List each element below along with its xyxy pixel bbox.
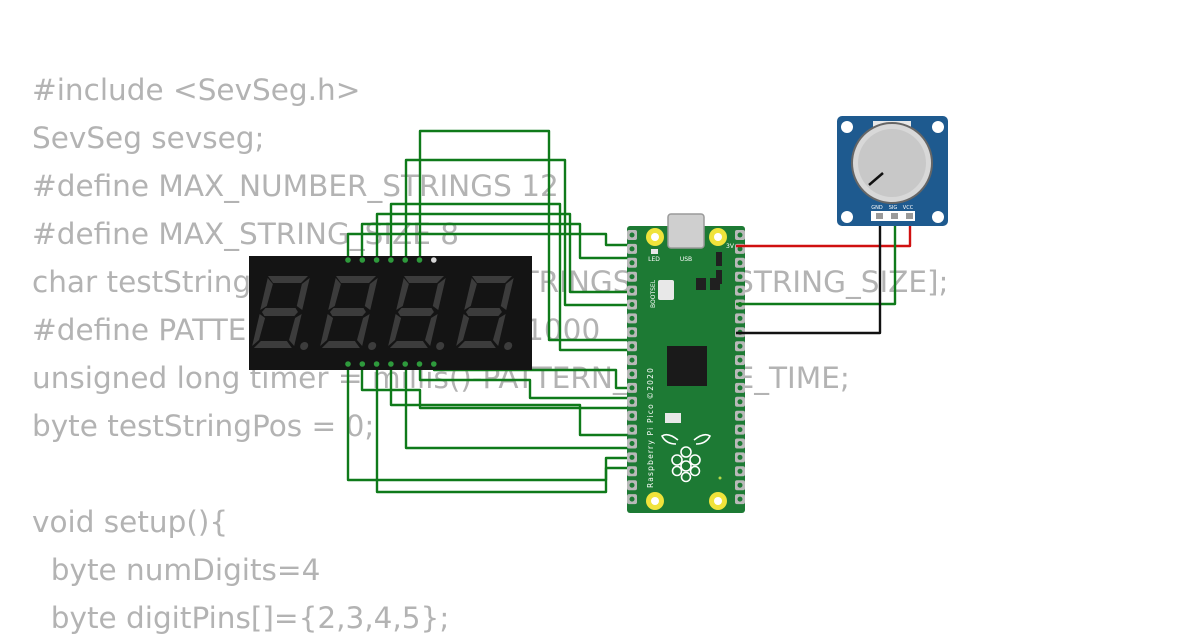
wire-top-2[interactable] xyxy=(360,222,634,260)
raspberry-logo-icon xyxy=(660,433,712,483)
segment xyxy=(388,314,402,346)
code-line: byte numDigits=4 xyxy=(32,553,321,587)
segment xyxy=(364,278,378,310)
code-line: byte digitPins[]={2,3,4,5}; xyxy=(32,601,450,635)
segment xyxy=(472,276,512,283)
segment xyxy=(336,276,376,283)
display-pin-top[interactable] xyxy=(431,257,437,263)
rp2040-chip xyxy=(667,346,707,386)
decimal-point xyxy=(436,342,445,350)
segment xyxy=(260,278,273,310)
segment xyxy=(253,341,292,348)
display-pin-bottom[interactable] xyxy=(388,361,394,367)
seven-segment-display[interactable] xyxy=(249,256,532,370)
display-top-pins xyxy=(345,257,437,263)
led-indicator xyxy=(651,249,658,254)
display-pin-top[interactable] xyxy=(359,257,366,263)
wire-top-3[interactable] xyxy=(375,212,634,294)
pico-gpio-pins xyxy=(627,230,745,505)
pico-board-text: Raspberry Pi Pico ©2020 xyxy=(646,367,655,488)
usb-connector xyxy=(667,213,705,249)
code-line: void setup(){ xyxy=(32,505,229,539)
pot-pin-vcc-label: VCC xyxy=(903,205,914,211)
display-pin-bottom[interactable] xyxy=(416,361,423,367)
pot-pin-gnd-label: GND xyxy=(871,205,883,211)
display-pin-top[interactable] xyxy=(416,257,423,263)
segment xyxy=(457,341,496,348)
segment xyxy=(329,308,366,316)
wire-top-4[interactable] xyxy=(389,202,634,352)
led-label: LED xyxy=(648,256,660,263)
potentiometer[interactable]: GND SIG VCC xyxy=(837,116,948,226)
decimal-point xyxy=(368,342,377,350)
segment xyxy=(357,314,370,346)
bootsel-label: BOOTSEL xyxy=(650,279,657,308)
display-bottom-pins xyxy=(345,361,437,367)
wire-top-5[interactable] xyxy=(404,158,634,307)
wire-sig[interactable] xyxy=(736,218,897,306)
pot-indicator xyxy=(868,172,884,186)
segment xyxy=(252,314,266,346)
pin-3v3-label: 3V xyxy=(726,243,735,250)
pot-knob[interactable] xyxy=(858,129,926,197)
segment xyxy=(321,341,360,348)
display-pin-top[interactable] xyxy=(345,257,351,263)
decimal-point xyxy=(504,342,513,350)
segment xyxy=(500,278,514,310)
display-wires xyxy=(346,129,634,494)
wire-bot-2[interactable] xyxy=(360,362,634,410)
digit-1 xyxy=(252,276,310,350)
display-pin-bottom[interactable] xyxy=(373,361,380,367)
code-line: unsigned long timer = millis()-PATTERN_C… xyxy=(32,361,850,395)
display-pin-bottom[interactable] xyxy=(431,361,437,367)
display-digits xyxy=(252,276,514,350)
wire-top-6[interactable] xyxy=(418,129,634,342)
display-pin-bottom[interactable] xyxy=(345,361,351,367)
segment xyxy=(396,278,409,310)
wire-bot-5[interactable] xyxy=(404,362,634,450)
decimal-point xyxy=(300,342,309,350)
segment xyxy=(432,278,446,310)
wire-top-1[interactable] xyxy=(346,232,634,258)
segment xyxy=(268,276,308,283)
segment xyxy=(289,314,302,346)
pot-pin-sig-label: SIG xyxy=(889,205,898,211)
segment xyxy=(389,341,428,348)
display-pin-top[interactable] xyxy=(402,257,409,263)
wire-bot-3[interactable] xyxy=(375,362,634,494)
segment xyxy=(404,276,444,283)
segment xyxy=(464,278,477,310)
wire-bot-4[interactable] xyxy=(389,362,634,437)
segment xyxy=(296,278,310,310)
segment xyxy=(328,278,341,310)
segment xyxy=(465,308,502,316)
code-line: byte testStringPos = 0; xyxy=(32,409,375,443)
display-pin-bottom[interactable] xyxy=(359,361,366,367)
wire-bot-6[interactable] xyxy=(418,362,634,400)
digit-2 xyxy=(320,276,378,350)
segment xyxy=(261,308,298,316)
code-line: #include <SevSeg.h> xyxy=(32,73,361,107)
raspberry-pi-pico[interactable]: LED USB 3V BOOTSEL Raspberry Pi Pico ©20… xyxy=(627,213,745,513)
wire-vcc[interactable] xyxy=(736,218,912,248)
wire-gnd[interactable] xyxy=(736,218,882,335)
segment xyxy=(493,314,506,346)
digit-4 xyxy=(456,276,514,350)
segment xyxy=(320,314,334,346)
display-pin-top[interactable] xyxy=(388,257,394,263)
bootsel-button[interactable] xyxy=(658,280,674,300)
display-pin-top[interactable] xyxy=(373,257,380,263)
digit-3 xyxy=(388,276,446,350)
display-pin-bottom[interactable] xyxy=(402,361,409,367)
segment xyxy=(425,314,438,346)
usb-label: USB xyxy=(680,256,692,263)
code-line: #define MAX_NUMBER_STRINGS 12 xyxy=(32,169,559,203)
segment xyxy=(397,308,434,316)
code-line: SevSeg sevseg; xyxy=(32,121,265,155)
segment xyxy=(456,314,470,346)
